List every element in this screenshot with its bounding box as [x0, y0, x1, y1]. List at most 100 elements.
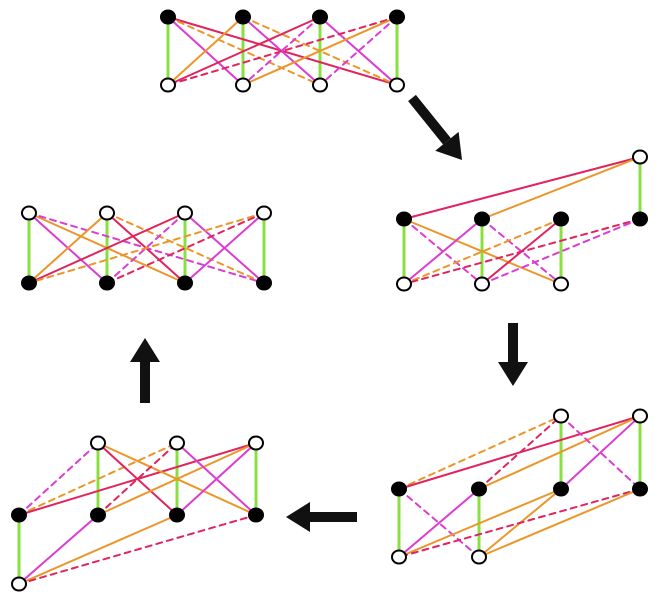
edge-orange	[478, 488, 641, 558]
filled-node-m2	[471, 481, 487, 497]
hollow-node-b1	[396, 276, 412, 292]
panel-2	[396, 149, 648, 292]
edge-magenta	[398, 488, 480, 558]
edge-magenta-dashed	[481, 218, 641, 285]
panel-3	[391, 408, 648, 565]
filled-node-m3	[177, 275, 193, 291]
panel-2-nodes	[396, 149, 648, 292]
arrows-layer	[130, 94, 528, 532]
edge-orange-dashed	[242, 16, 398, 86]
arrow-head	[286, 502, 310, 532]
edge-orange-dashed	[403, 218, 562, 285]
hollow-node-b1	[11, 576, 27, 592]
hollow-node-t3	[553, 408, 569, 424]
edge-orange	[28, 212, 108, 284]
panel-1-edges	[166, 15, 399, 87]
hollow-node-b2	[471, 549, 487, 565]
filled-node-a1	[160, 9, 176, 25]
hollow-node-t4	[248, 435, 264, 451]
filled-node-a3	[312, 9, 328, 25]
arrow-shaft	[140, 362, 150, 403]
arrow-head	[130, 338, 160, 362]
panels-layer	[11, 9, 648, 592]
filled-node-m3	[553, 481, 569, 497]
hollow-node-t4	[632, 149, 648, 165]
filled-node-m2	[474, 211, 490, 227]
panel-4	[11, 435, 264, 592]
edge-red-dashed	[398, 488, 641, 558]
panel-1-nodes	[160, 9, 405, 93]
edge-magenta	[560, 415, 641, 490]
hollow-node-t4	[632, 408, 648, 424]
filled-node-m3	[169, 507, 185, 523]
hollow-node-t3	[169, 435, 185, 451]
filled-node-m1	[21, 275, 37, 291]
edge-magenta	[18, 514, 99, 585]
panel-4-edges	[17, 441, 258, 586]
edge-red	[97, 442, 178, 516]
edge-orange	[403, 218, 562, 285]
arrow-shaft	[310, 512, 357, 522]
panel-5-nodes	[21, 205, 272, 291]
edge-orange	[18, 514, 178, 585]
hollow-node-b3	[553, 276, 569, 292]
edge-orange-dashed	[28, 212, 265, 284]
filled-node-a2	[235, 9, 251, 25]
filled-node-m4	[256, 275, 272, 291]
filled-node-m3	[553, 211, 569, 227]
panel-5	[21, 205, 272, 291]
edge-magenta-dashed	[319, 16, 398, 86]
arrow-2-to-3	[498, 323, 528, 386]
edge-red-dashed	[478, 415, 562, 490]
edge-orange	[398, 488, 562, 558]
hollow-node-t3	[177, 205, 193, 221]
panel-3-edges	[397, 414, 642, 559]
arrow-3-to-4	[286, 502, 357, 532]
hollow-node-t2	[90, 435, 106, 451]
edge-orange-dashed	[18, 442, 178, 516]
edge-magenta-dashed	[106, 212, 186, 284]
edge-red	[403, 156, 641, 220]
arrow-head	[435, 131, 462, 160]
edge-orange	[167, 16, 244, 86]
arrow-head	[498, 362, 528, 386]
hollow-node-t1	[21, 205, 37, 221]
edge-red-dashed	[403, 218, 641, 285]
hollow-node-b1	[391, 549, 407, 565]
hollow-node-b4	[389, 77, 405, 93]
panel-2-edges	[402, 155, 642, 286]
arrow-shaft	[508, 323, 518, 362]
panel-4-nodes	[11, 435, 264, 592]
edge-magenta-dashed	[242, 16, 321, 86]
edge-magenta	[184, 212, 265, 284]
hollow-node-b1	[160, 77, 176, 93]
hollow-node-t4	[256, 205, 272, 221]
filled-node-m4	[248, 507, 264, 523]
edge-red-dashed	[97, 442, 178, 516]
edge-magenta	[403, 218, 483, 285]
filled-node-m4	[632, 481, 648, 497]
edge-orange	[242, 16, 398, 86]
edge-red	[167, 16, 321, 86]
filled-node-m1	[396, 211, 412, 227]
edge-magenta-dashed	[560, 415, 641, 490]
edge-magenta-dashed	[398, 488, 480, 558]
edge-orange	[97, 442, 257, 516]
filled-node-m1	[391, 481, 407, 497]
edge-orange	[481, 156, 641, 220]
edge-magenta	[176, 442, 257, 516]
edge-orange-dashed	[398, 415, 562, 490]
panel-3-nodes	[391, 408, 648, 565]
filled-node-m2	[99, 275, 115, 291]
edge-red-dashed	[18, 514, 257, 585]
hollow-node-b2	[474, 276, 490, 292]
arrow-shaft	[408, 94, 451, 145]
edge-red	[28, 212, 186, 284]
panel-1	[160, 9, 405, 93]
edge-red-dashed	[106, 212, 265, 284]
hollow-node-t2	[99, 205, 115, 221]
panel-5-edges	[27, 211, 266, 285]
edge-orange	[478, 415, 641, 490]
